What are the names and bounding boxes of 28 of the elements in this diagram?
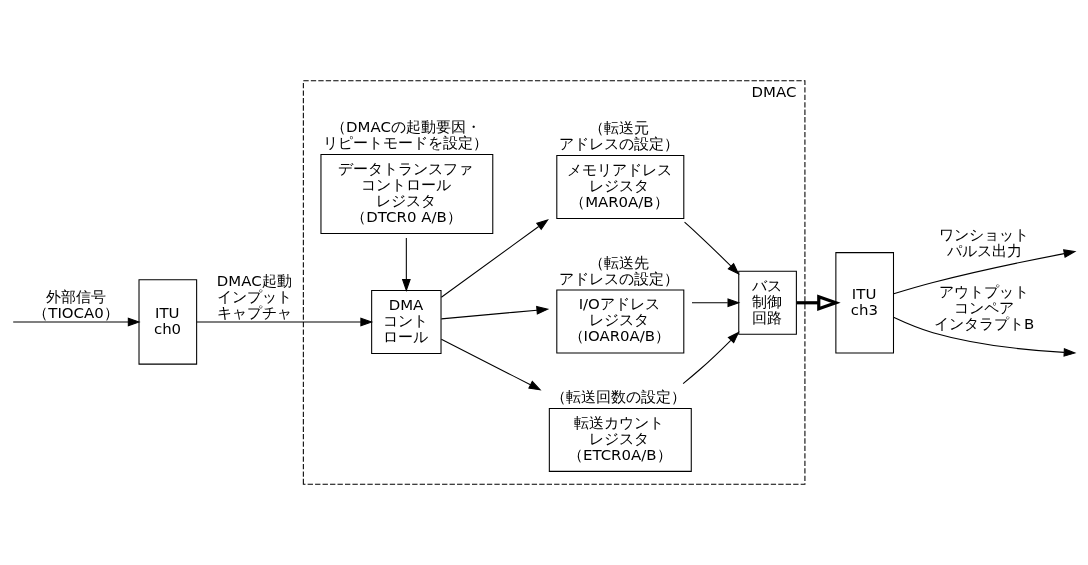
arrow xyxy=(12,317,141,327)
node-box: バス制御回路 xyxy=(738,270,797,335)
edge-label: 外部信号（TIOCA0） xyxy=(33,287,119,322)
arrow xyxy=(440,338,542,391)
node-box: データトランスファコントロールレジスタ（DTCR0 A/B） xyxy=(320,153,494,234)
node-box: 転送カウントレジスタ（ETCR0A/B） xyxy=(548,407,692,472)
node-box: I/Oアドレスレジスタ（IOAR0A/B） xyxy=(556,289,685,354)
node-box: メモリアドレスレジスタ（MAR0A/B） xyxy=(556,154,685,219)
arrow xyxy=(893,249,1077,295)
node-box: ITU ch3 xyxy=(835,252,895,354)
arrow xyxy=(682,331,740,385)
node-label: （転送回数の設定） xyxy=(551,388,687,407)
arrow xyxy=(440,305,550,320)
arrow xyxy=(893,316,1077,357)
node-label: （転送先アドレスの設定） xyxy=(558,253,679,288)
arrow xyxy=(196,317,374,327)
edge-label: DMAC起動インプットキャプチャ xyxy=(216,271,292,322)
node-label: （転送元アドレスの設定） xyxy=(558,119,679,154)
arrow xyxy=(796,294,841,311)
node-box: ITU ch0 xyxy=(138,279,198,365)
arrow xyxy=(401,237,411,292)
arrow xyxy=(440,219,549,298)
arrow xyxy=(691,298,741,308)
arrow xyxy=(684,221,740,275)
node-label: （DMACの起動要因・リピートモードを設定） xyxy=(323,118,489,153)
edge-label: ワンショットパルス出力 xyxy=(939,226,1030,261)
edge-label: アウトプットコンペアインタラプトB xyxy=(934,282,1035,333)
node-box: DMAコントロール xyxy=(371,289,442,354)
